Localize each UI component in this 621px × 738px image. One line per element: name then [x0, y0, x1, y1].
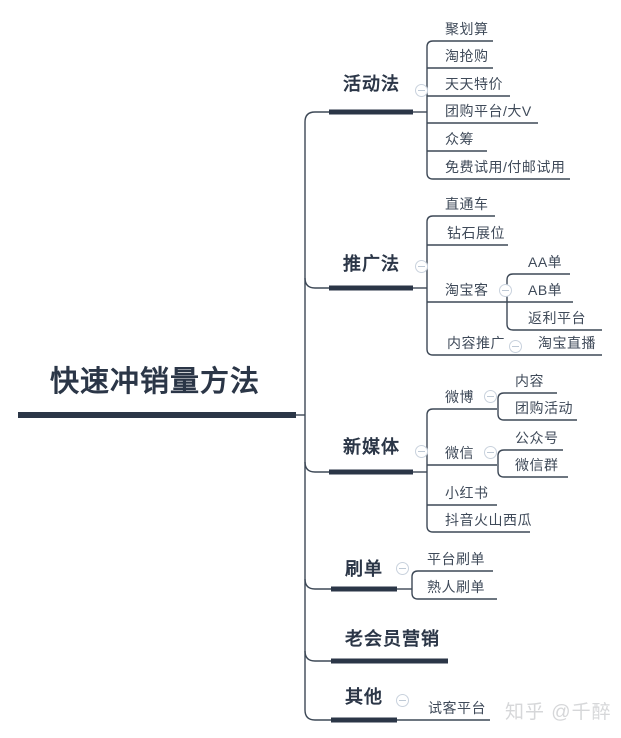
- node-taobaoke[interactable]: 淘宝客: [445, 282, 489, 298]
- node-shurenshuadan[interactable]: 熟人刷单: [427, 579, 485, 595]
- node-pingtaishuadan[interactable]: 平台刷单: [427, 551, 485, 567]
- node-zhongchou[interactable]: 众筹: [445, 131, 474, 147]
- branch-newmedia-connectors: [413, 392, 577, 533]
- node-juhuasuan[interactable]: 聚划算: [445, 21, 489, 37]
- node-weixinqun[interactable]: 微信群: [515, 457, 559, 473]
- node-fanli[interactable]: 返利平台: [528, 310, 586, 326]
- branch-fakeorder-connectors: [397, 570, 497, 600]
- node-douyin[interactable]: 抖音火山西瓜: [445, 512, 532, 528]
- branch-node-newmedia[interactable]: 新媒体: [343, 437, 400, 457]
- collapse-minus-icon-fakeorder[interactable]: [396, 562, 409, 575]
- branch-node-fakeorder[interactable]: 刷单: [345, 559, 383, 579]
- collapse-minus-icon-newmedia[interactable]: [415, 445, 428, 458]
- minus-glyph: [512, 346, 519, 347]
- minus-glyph: [418, 451, 425, 452]
- branch-node-members[interactable]: 老会员营销: [345, 629, 440, 649]
- branch-node-other[interactable]: 其他: [345, 687, 383, 707]
- collapse-minus-icon-weibo[interactable]: [484, 390, 497, 403]
- node-ab-order[interactable]: AB单: [528, 282, 563, 298]
- node-neirongtuiguang[interactable]: 内容推广: [447, 335, 505, 351]
- node-weixin[interactable]: 微信: [445, 445, 474, 461]
- branch-promotion-connectors: [413, 215, 602, 356]
- collapse-minus-icon-weixin[interactable]: [484, 446, 497, 459]
- minus-glyph: [418, 90, 425, 91]
- node-tuangou-dav[interactable]: 团购平台/大V: [445, 103, 532, 119]
- branch-node-promotion[interactable]: 推广法: [343, 254, 400, 274]
- node-aa-order[interactable]: AA单: [528, 254, 563, 270]
- collapse-minus-icon-promotion[interactable]: [415, 260, 428, 273]
- collapse-minus-icon-other[interactable]: [396, 694, 409, 707]
- minus-glyph: [502, 290, 509, 291]
- minus-glyph: [418, 266, 425, 267]
- node-freetrial[interactable]: 免费试用/付邮试用: [445, 159, 566, 175]
- minus-glyph: [399, 700, 406, 701]
- collapse-minus-icon-activity[interactable]: [415, 84, 428, 97]
- node-zhitongche[interactable]: 直通车: [445, 196, 489, 212]
- root-node[interactable]: 快速冲销量方法: [50, 366, 261, 398]
- node-shike[interactable]: 试客平台: [428, 700, 486, 716]
- node-taobaozhibo[interactable]: 淘宝直播: [538, 335, 596, 351]
- node-taoqianggou[interactable]: 淘抢购: [445, 48, 489, 64]
- spine-connectors: [295, 111, 332, 721]
- node-zuanshizhanwei[interactable]: 钻石展位: [447, 225, 505, 241]
- collapse-minus-icon-taobaoke[interactable]: [499, 284, 512, 297]
- node-neirong[interactable]: 内容: [515, 373, 544, 389]
- minus-glyph: [487, 396, 494, 397]
- node-tuangouhuodong[interactable]: 团购活动: [515, 400, 573, 416]
- minus-glyph: [487, 452, 494, 453]
- node-xiaohongshu[interactable]: 小红书: [445, 485, 489, 501]
- branch-activity-connectors: [413, 40, 570, 180]
- minus-glyph: [399, 568, 406, 569]
- branch-bars: [18, 109, 448, 723]
- zhihu-watermark: 知乎 @千醉: [505, 702, 612, 723]
- branch-node-activity[interactable]: 活动法: [343, 74, 400, 94]
- node-gongzhonghao[interactable]: 公众号: [515, 430, 559, 446]
- collapse-minus-icon-neirong[interactable]: [509, 340, 522, 353]
- node-weibo[interactable]: 微博: [445, 389, 474, 405]
- node-tiantiantejia[interactable]: 天天特价: [445, 76, 503, 92]
